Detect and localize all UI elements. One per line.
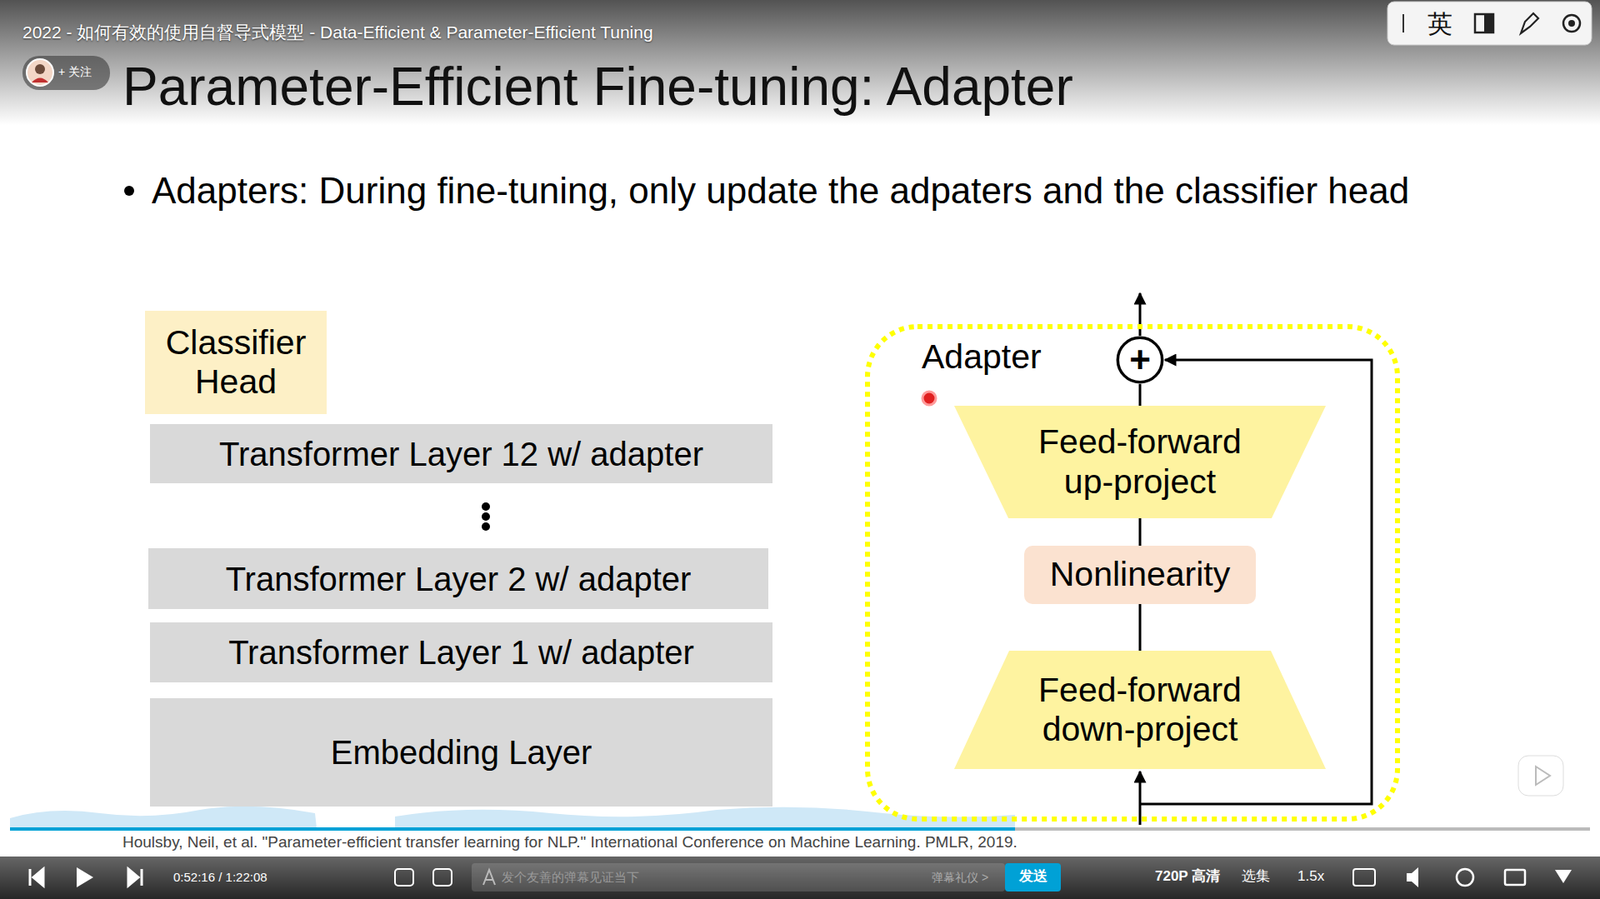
top-shade [0, 0, 1600, 125]
pen-icon [1520, 13, 1539, 34]
play-icon [76, 867, 94, 888]
next-icon [128, 869, 142, 886]
node-label: Transformer Layer 2 w/ adapter [225, 560, 692, 599]
dashed-border [867, 326, 1398, 820]
gear-icon-hub [1568, 20, 1575, 27]
heat-wave [10, 806, 317, 829]
float-play-icon [1535, 766, 1550, 785]
transformer-layer-box: Transformer Layer 2 w/ adapter [148, 548, 769, 610]
bullet-text: Adapters: During fine-tuning, only updat… [151, 165, 1477, 217]
prev-icon [30, 869, 44, 886]
node-label: Transformer Layer 12 w/ adapter [219, 435, 704, 474]
volume-icon [1406, 867, 1419, 888]
toolbar [1387, 1, 1592, 45]
node-label: Nonlinearity [1050, 555, 1231, 595]
ellipsis-dot [481, 522, 490, 531]
region-heading: Adapter [921, 337, 1042, 377]
sum-circle-outline [1117, 337, 1162, 382]
adapter-region: Adapter + Feed-forward up-projectNonlinear… [865, 324, 1400, 822]
avatar-head [35, 64, 45, 75]
episode-selector: 选集 [1241, 868, 1270, 885]
node-label: Feed-forward down-project [1015, 670, 1265, 750]
danmaku-icon [395, 869, 414, 886]
danmaku-placeholder: 发个友善的弹幕见证当下 [501, 870, 640, 885]
classifier-head: Classifier Head [145, 310, 327, 415]
ellipsis-dot [481, 502, 490, 511]
trapezoid-fill [954, 405, 1326, 519]
transformer-layer-box: Transformer Layer 12 w/ adapter [150, 424, 773, 484]
quality-selector: 720P 高清 [1155, 868, 1220, 885]
node-label: Embedding Layer [330, 733, 593, 772]
danmaku-etiquette: 弹幕礼仪 > [931, 870, 989, 885]
toolbar-divider [1402, 14, 1405, 33]
node-label: Feed-forward up-project [1015, 422, 1265, 501]
danmaku-input [471, 863, 1005, 892]
font-icon [483, 870, 495, 885]
language-toggle: 英 [1427, 9, 1453, 40]
widescreen-icon [1505, 870, 1525, 885]
connector-line [1139, 384, 1142, 406]
fullscreen-icon [1555, 870, 1572, 884]
node-label: Transformer Layer 1 w/ adapter [228, 633, 695, 672]
avatar [26, 59, 54, 86]
up-project-trapezoid: Feed-forward up-project [954, 405, 1326, 519]
trapezoid-fill [954, 650, 1326, 770]
ellipsis-dot [481, 512, 490, 521]
progress-fill [10, 827, 1015, 831]
speed-selector: 1.5x [1297, 868, 1325, 885]
follow-button: + 关注 [58, 65, 92, 80]
progress-track [10, 827, 1590, 831]
down-project-trapezoid: Feed-forward down-project [954, 650, 1326, 770]
follow-pill [22, 55, 110, 90]
split-icon [1475, 14, 1494, 33]
connector-line [1139, 604, 1142, 651]
avatar-body [31, 78, 49, 84]
embedding-layer-box: Embedding Layer [150, 698, 773, 807]
float-play-button [1518, 755, 1564, 796]
video-title: 2022 - 如何有效的使用自督导式模型 - Data-Efficient & … [22, 21, 654, 43]
gear-icon [1563, 15, 1580, 32]
node-label: + [1129, 341, 1151, 379]
settings-icon [1456, 869, 1474, 886]
input-arrow [1139, 771, 1142, 825]
send-button-text: 发送 [1005, 868, 1061, 885]
output-arrow [1139, 293, 1142, 336]
control-bar [0, 856, 1600, 899]
transformer-layer-box: Transformer Layer 1 w/ adapter [150, 622, 773, 683]
laser-pointer [922, 391, 936, 405]
send-button [1005, 863, 1061, 892]
connector-line [1139, 518, 1142, 546]
nonlinearity-box: Nonlinearity [1024, 545, 1256, 605]
split-icon-fill [1484, 14, 1494, 33]
subtitle-icon [1353, 869, 1375, 886]
sum-circle: + [1115, 335, 1165, 385]
play-time: 0:52:16 / 1:22:08 [173, 870, 268, 885]
reference-caption: Houlsby, Neil, et al. "Parameter-efficie… [122, 833, 1018, 852]
danmaku-setting-icon [433, 869, 452, 886]
node-label: Classifier Head [156, 323, 315, 402]
bullet-dot [124, 185, 135, 196]
slide-title: Parameter-Efficient Fine-tuning: Adapter [122, 55, 1074, 120]
